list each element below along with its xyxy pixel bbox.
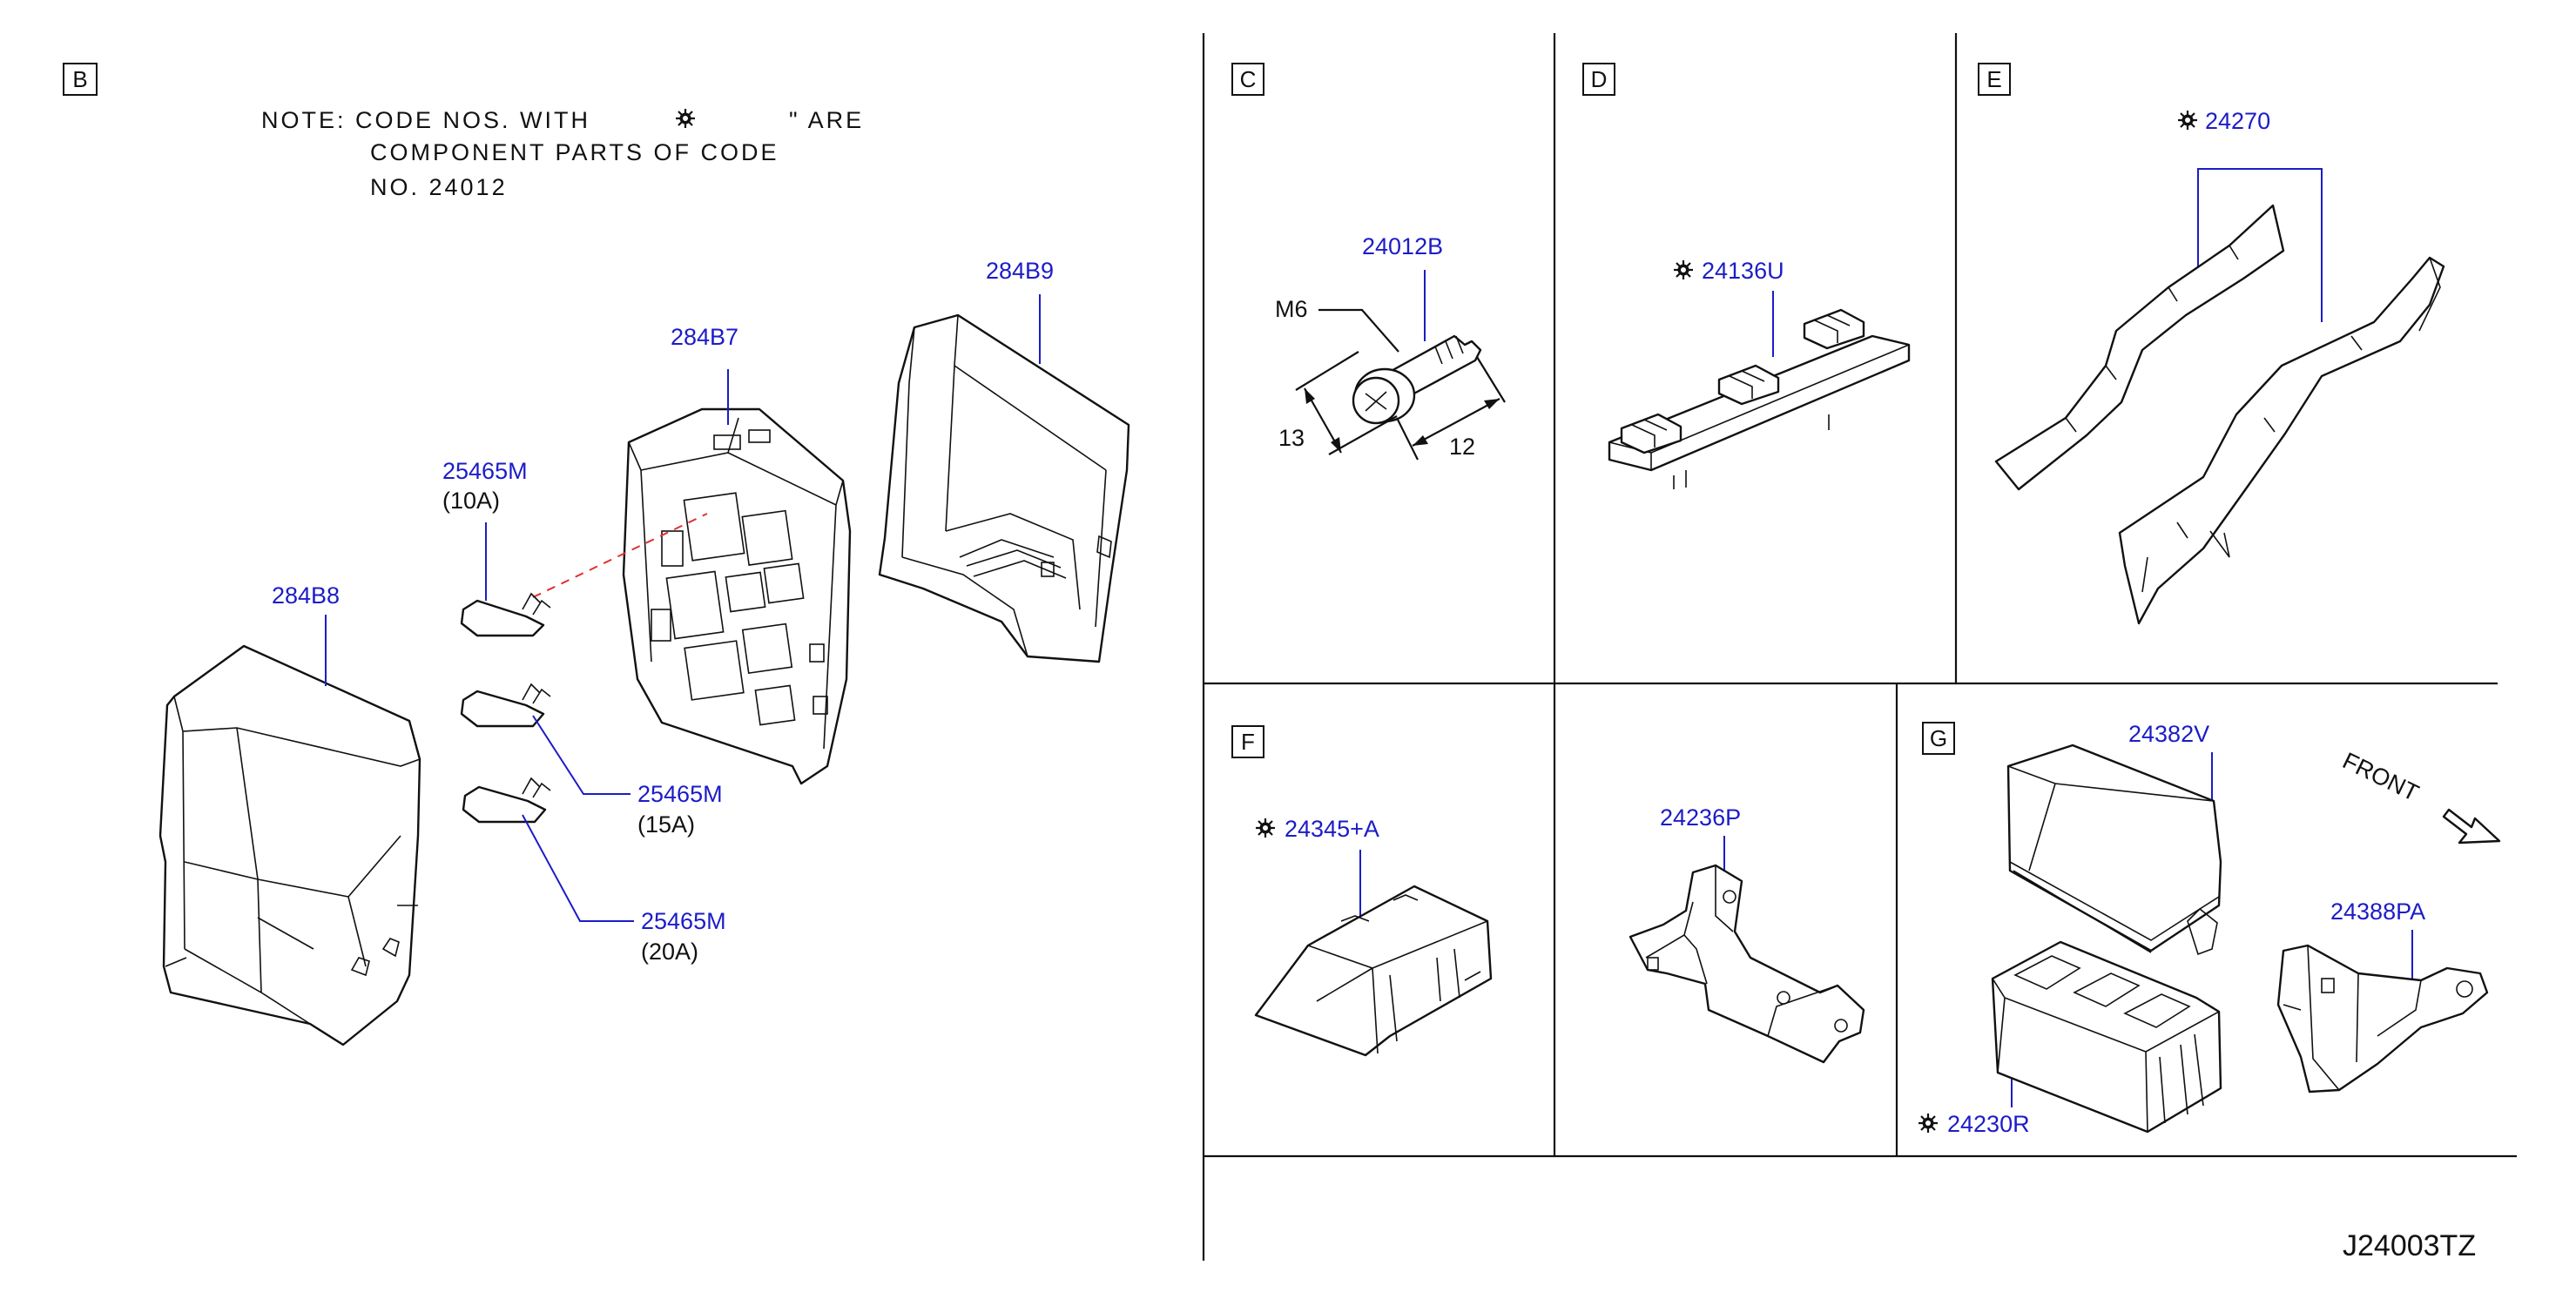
part-24012B: 24012B xyxy=(1362,233,1443,259)
fuse-15a-drawing xyxy=(460,683,551,728)
part-24236P: 24236P xyxy=(1660,804,1741,831)
leader-25465M-15a xyxy=(532,715,631,795)
section-f-label-box xyxy=(1231,725,1264,758)
section-g: G 24382V 24230R 24388PA FRONT xyxy=(1917,721,2501,1137)
dimension-13 xyxy=(1295,351,1398,455)
rating-15a: (15A) xyxy=(637,811,695,838)
asterisk-burst-icon xyxy=(1917,1112,1939,1134)
harness-clip-drawing xyxy=(1608,308,1911,489)
dimension-12 xyxy=(1396,356,1506,461)
part-284B9: 284B9 xyxy=(986,258,1054,284)
part-24345A: 24345+A xyxy=(1285,816,1379,842)
part-25465M-10a: 25465M xyxy=(442,458,528,484)
section-e-label: E xyxy=(1986,66,2001,92)
rating-10a: (10A) xyxy=(442,488,500,514)
section-e-label-box xyxy=(1978,63,2011,96)
fuse-holder-drawing xyxy=(1254,885,1493,1057)
part-24230R: 24230R xyxy=(1947,1111,2030,1137)
note-line-3: NO. 24012 xyxy=(370,174,508,200)
part-24382V: 24382V xyxy=(2128,721,2209,747)
bracket-drawing xyxy=(1629,864,1865,1064)
part-284B7: 284B7 xyxy=(671,324,738,350)
leader-25465M-20a xyxy=(522,814,634,922)
section-g-label-box xyxy=(1922,722,1955,755)
rating-20a: (20A) xyxy=(641,939,698,965)
note-line-1-end: " ARE xyxy=(789,107,864,133)
section-f: F 24345+A xyxy=(1231,725,1493,1057)
section-c: C 24012B M6 13 12 xyxy=(1231,63,1506,461)
fuse-10a-drawing xyxy=(460,592,551,637)
section-bracket: 24236P xyxy=(1629,804,1865,1064)
part-24270: 24270 xyxy=(2205,108,2270,134)
section-f-label: F xyxy=(1241,729,1255,755)
install-dashed-line xyxy=(532,513,708,598)
fuse-block-drawing xyxy=(622,407,852,785)
relay-box-tray-drawing xyxy=(878,313,1130,663)
section-c-label: C xyxy=(1240,66,1257,92)
part-24388PA: 24388PA xyxy=(2330,898,2425,925)
dimension-13-label: 13 xyxy=(1278,425,1305,451)
fuse-box-cover-drawing xyxy=(158,644,421,1046)
drawing-code: J24003TZ xyxy=(2343,1229,2476,1262)
section-g-label: G xyxy=(1930,725,1947,751)
section-grid xyxy=(1202,33,2517,1261)
bolt-drawing xyxy=(1352,334,1482,425)
section-b: B NOTE: CODE NOS. WITH " ARE COMPONENT P… xyxy=(63,63,1130,1046)
asterisk-burst-icon xyxy=(1672,259,1695,281)
part-24136U: 24136U xyxy=(1702,258,1784,284)
section-b-label: B xyxy=(72,66,87,92)
section-d-label: D xyxy=(1591,66,1608,92)
harness-protector-drawing xyxy=(1994,204,2445,625)
leader-24270 xyxy=(2197,168,2323,322)
front-label: FRONT xyxy=(2338,747,2423,806)
part-25465M-15a: 25465M xyxy=(637,781,723,807)
leader-m6 xyxy=(1318,308,1399,353)
asterisk-burst-icon xyxy=(2176,109,2199,131)
section-d-label-box xyxy=(1582,63,1615,96)
relay-box-drawing xyxy=(1991,940,2222,1134)
note-line-1: NOTE: CODE NOS. WITH xyxy=(261,107,590,133)
asterisk-burst-icon xyxy=(1254,817,1277,839)
section-e: E 24270 xyxy=(1978,63,2445,625)
dimension-12-label: 12 xyxy=(1449,434,1475,460)
part-25465M-20a: 25465M xyxy=(641,908,726,934)
front-arrow-icon xyxy=(2442,808,2501,845)
asterisk-burst-icon xyxy=(674,107,697,130)
section-d: D 24136U xyxy=(1582,63,1911,489)
relay-box-cover-drawing xyxy=(2006,744,2222,956)
section-c-label-box xyxy=(1231,63,1264,96)
relay-bracket-drawing xyxy=(2276,944,2489,1093)
fuse-20a-drawing xyxy=(462,777,551,824)
part-284B8: 284B8 xyxy=(272,582,340,609)
section-b-label-box xyxy=(63,63,98,96)
thread-size-label: M6 xyxy=(1275,296,1308,322)
note-line-2: COMPONENT PARTS OF CODE xyxy=(370,139,779,165)
